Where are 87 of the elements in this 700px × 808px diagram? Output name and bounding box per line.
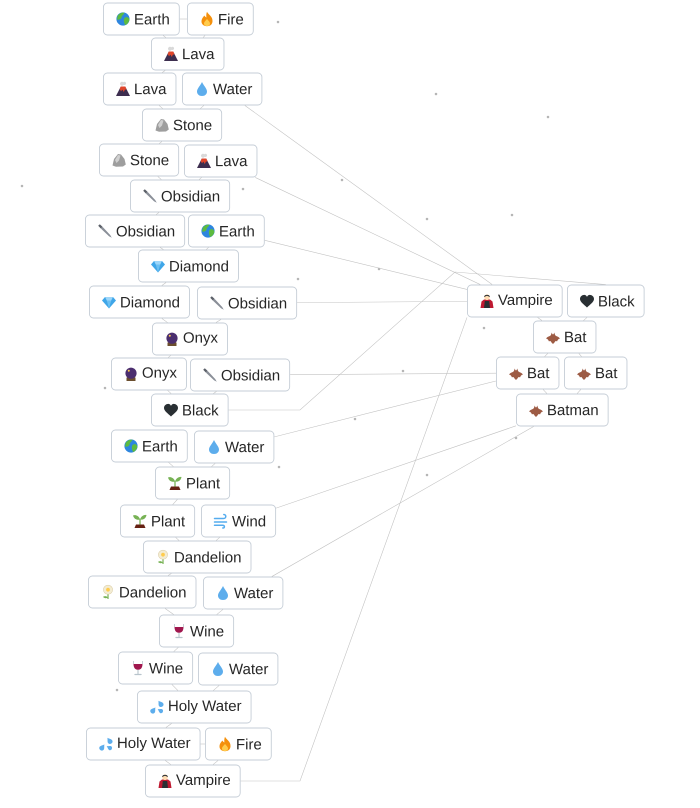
element-box: Obsidian: [197, 286, 298, 320]
connector-line: [216, 609, 224, 615]
connector-line: [175, 537, 180, 541]
element-box: Holy Water: [86, 728, 201, 760]
connector-line: [165, 760, 172, 765]
connector-line: [240, 317, 468, 782]
element-box: Stone: [142, 108, 222, 142]
connector-line: [157, 176, 162, 180]
element-box: Water: [194, 430, 274, 464]
connector-line: [168, 355, 171, 358]
connector-line: [162, 35, 166, 38]
connector-line: [228, 272, 606, 410]
element-box: Bat: [496, 356, 560, 390]
connector-line: [544, 353, 548, 357]
connector-line: [213, 391, 217, 394]
connector-line: [578, 353, 582, 357]
element-box: Diamond: [89, 286, 190, 318]
connector-line: [212, 760, 218, 765]
connector-line: [542, 389, 548, 394]
connector-line: [264, 240, 468, 290]
element-box: Vampire: [467, 284, 563, 318]
element-box: Stone: [99, 144, 180, 176]
element-box: Obsidian: [85, 214, 186, 248]
connector-line: [211, 463, 216, 467]
element-box: Dandelion: [88, 576, 196, 608]
element-box: Vampire: [145, 764, 241, 798]
connector-line: [212, 685, 220, 691]
connector-line: [166, 723, 172, 728]
element-box: Bat: [533, 320, 596, 354]
connector-line: [156, 212, 160, 215]
connector-line: [164, 608, 174, 615]
connector-line: [254, 177, 481, 285]
element-box: Earth: [103, 2, 180, 36]
element-box: Black: [567, 284, 645, 318]
connector-line: [167, 390, 172, 394]
element-box: Earth: [111, 430, 188, 462]
element-box: Plant: [155, 466, 230, 500]
connector-line: [583, 317, 588, 321]
element-box: Bat: [564, 356, 628, 390]
element-box: Wine: [118, 652, 194, 684]
connector-line: [290, 372, 496, 375]
connector-line: [244, 105, 492, 285]
connector-line: [274, 380, 496, 438]
connector-line: [162, 70, 166, 73]
element-box: Plant: [120, 504, 196, 538]
connector-line: [198, 177, 202, 180]
connector-line: [216, 537, 220, 541]
element-box: Diamond: [138, 250, 239, 282]
element-box: Obsidian: [130, 180, 230, 212]
element-box: Lava: [184, 144, 258, 178]
connector-line: [168, 462, 174, 467]
element-box: Lava: [103, 72, 176, 106]
connector-line: [200, 105, 204, 109]
element-box: Lava: [151, 38, 224, 70]
connector-line: [172, 684, 178, 691]
connector-line: [162, 282, 166, 286]
connector-line: [179, 18, 188, 20]
element-box: Onyx: [152, 322, 228, 356]
connector-line: [202, 35, 206, 38]
connector-line: [168, 573, 172, 576]
connector-line: [158, 105, 163, 109]
element-box: Water: [203, 576, 284, 610]
element-box: Onyx: [111, 358, 187, 390]
element-box: Black: [151, 394, 229, 426]
element-box: Water: [182, 72, 262, 106]
connector-line: [576, 389, 582, 394]
element-box: Dandelion: [143, 540, 252, 574]
connector-line: [272, 426, 534, 577]
element-box: Obsidian: [190, 358, 290, 392]
connector-line: [173, 647, 179, 652]
element-box: Earth: [188, 214, 265, 248]
element-box: Holy Water: [137, 690, 252, 724]
connector-line: [276, 426, 516, 508]
connector-line: [162, 318, 168, 323]
connector-line: [537, 317, 542, 321]
element-box: Wind: [201, 504, 276, 538]
element-box: Water: [198, 652, 278, 686]
element-box: Fire: [205, 728, 272, 760]
element-box: Fire: [187, 2, 254, 36]
element-box: Batman: [516, 394, 609, 426]
connector-line: [216, 319, 222, 323]
connector-line: [158, 141, 162, 144]
connector-line: [206, 247, 209, 250]
connector-line: [296, 301, 468, 303]
connector-line: [160, 247, 164, 250]
connector-line: [172, 499, 178, 505]
element-box: Wine: [159, 614, 234, 648]
